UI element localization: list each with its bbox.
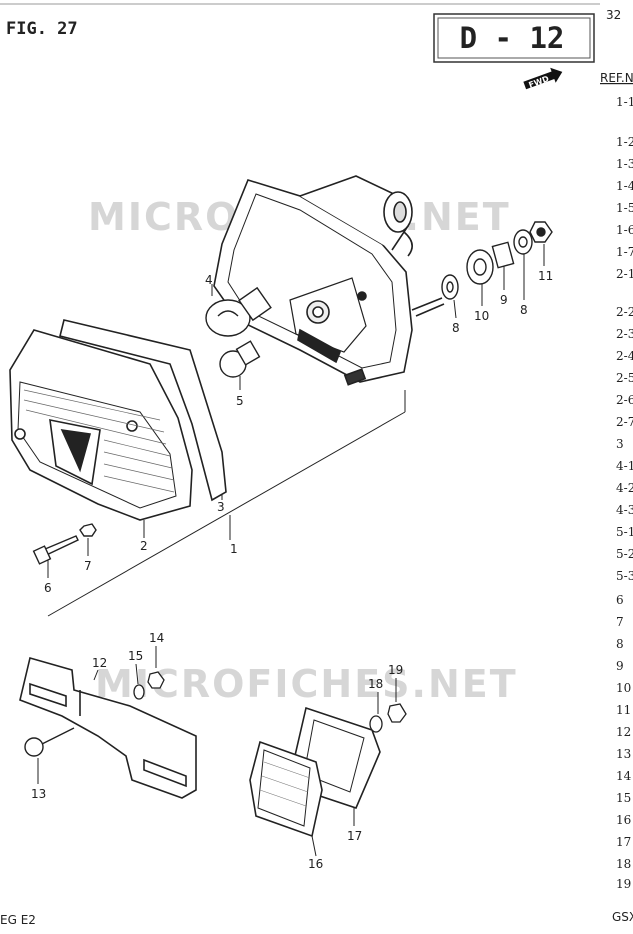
ref-number-item: 1-2 [616, 135, 633, 149]
callout-9: 9 [500, 293, 508, 307]
ref-number-item: 2-4 [616, 349, 633, 363]
ref-number-item: 1-3 [616, 157, 633, 171]
callout-12: 12 [92, 656, 107, 670]
ref-number-item: 15 [616, 791, 631, 805]
tail-light-lens [9, 329, 193, 521]
ref-number-item: 7 [616, 615, 624, 629]
washer-18 [369, 715, 383, 733]
fwd-label: FWD [527, 74, 550, 90]
ref-number-item: 4-2 [616, 481, 633, 495]
screw-6 [32, 535, 79, 565]
callout-15: 15 [128, 649, 143, 663]
ref-number-item: 12 [616, 725, 631, 739]
ref-number-item: 11 [616, 703, 631, 717]
callout-2: 2 [140, 539, 148, 553]
ref-number-item: 4-3 [616, 503, 633, 517]
ref-number-item: 16 [616, 813, 631, 827]
reflector-texture [259, 761, 311, 807]
fwd-arrow-icon: FWD [523, 67, 563, 90]
section-code: D - 12 [460, 21, 565, 55]
callout-6: 6 [44, 581, 52, 595]
ref-number-item: 2-7 [616, 415, 633, 429]
callout-18: 18 [368, 677, 383, 691]
ref-number-item: 2-5 [616, 371, 633, 385]
ref-number-item: 1-7 [616, 245, 633, 259]
ref-number-item: 1-6 [616, 223, 633, 237]
ref-number-item: 2-1 [616, 267, 633, 281]
callouts: 1 2 3 4 5 6 7 8 9 10 11 8 12 13 14 15 16… [31, 269, 553, 871]
bolt-13 [24, 727, 75, 757]
tail-light-bulb [205, 286, 272, 337]
callout-8a: 8 [452, 321, 460, 335]
mounting-stud [411, 297, 445, 317]
ref-number-item: 1-5 [616, 201, 633, 215]
ref-number-item: 3 [616, 437, 624, 451]
ref-number-item: 1-4 [616, 179, 633, 193]
callout-19: 19 [388, 663, 403, 677]
ref-number-item: 2-2 [616, 305, 633, 319]
callout-8b: 8 [520, 303, 528, 317]
ref-number-item: 1-1 [616, 95, 633, 109]
washer-8a [441, 274, 459, 300]
collar-9 [491, 241, 515, 269]
callout-13: 13 [31, 787, 46, 801]
lens-gasket [59, 319, 227, 502]
callout-17: 17 [347, 829, 362, 843]
ref-number-item: 5-1 [616, 525, 633, 539]
ref-number-item: 8 [616, 637, 624, 651]
ref-number-item: 4-1 [616, 459, 633, 473]
ref-number-item: 17 [616, 835, 631, 849]
nut-14 [147, 671, 165, 689]
license-plate-bracket [19, 657, 197, 799]
ref-number-item: 2-6 [616, 393, 633, 407]
ref-number-item: 6 [616, 593, 624, 607]
page-number: 32 [606, 8, 621, 22]
leader-lines-bottom [37, 646, 397, 857]
callout-16: 16 [308, 857, 323, 871]
callout-1: 1 [230, 542, 238, 556]
nut-19 [387, 703, 407, 723]
ref-number-item: 9 [616, 659, 624, 673]
figure-number: FIG. 27 [6, 19, 78, 39]
ref-number-header: REF.N [600, 71, 633, 85]
ref-number-list: 1-1 1-2 1-3 1-4 1-5 1-6 1-7 2-1 2-2 2-3 2-4 2-5 2-6 2… [616, 95, 633, 891]
callout-10: 10 [474, 309, 489, 323]
callout-14: 14 [149, 631, 164, 645]
nut-7 [79, 523, 97, 537]
ref-number-item: 19 [616, 877, 631, 891]
ref-number-item: 13 [616, 747, 631, 761]
callout-4: 4 [205, 273, 213, 287]
ref-number-item: 14 [616, 769, 632, 783]
ref-number-item: 2-3 [616, 327, 633, 341]
lens-texture [23, 389, 175, 493]
section-code-box: D - 12 [433, 13, 595, 63]
position-bulb [219, 340, 261, 378]
ref-number-item: 10 [616, 681, 631, 695]
ref-number-item: 5-2 [616, 547, 633, 561]
washer-8b [513, 229, 533, 255]
ref-number-item: 5-3 [616, 569, 633, 583]
callout-5: 5 [236, 394, 244, 408]
washer-15 [133, 684, 145, 700]
nut-11 [529, 221, 553, 243]
callout-11: 11 [538, 269, 553, 283]
tail-light-housing [213, 175, 413, 386]
footer-right: GSX [612, 910, 633, 924]
callout-3: 3 [217, 500, 225, 514]
footer-model: EG E2 [0, 913, 36, 927]
ref-number-item: 18 [616, 857, 631, 871]
grommet-10 [466, 249, 494, 285]
watermark-bottom: MICROFICHES.NET [95, 662, 518, 706]
leader-lines-top [47, 244, 545, 617]
callout-7: 7 [84, 559, 92, 573]
